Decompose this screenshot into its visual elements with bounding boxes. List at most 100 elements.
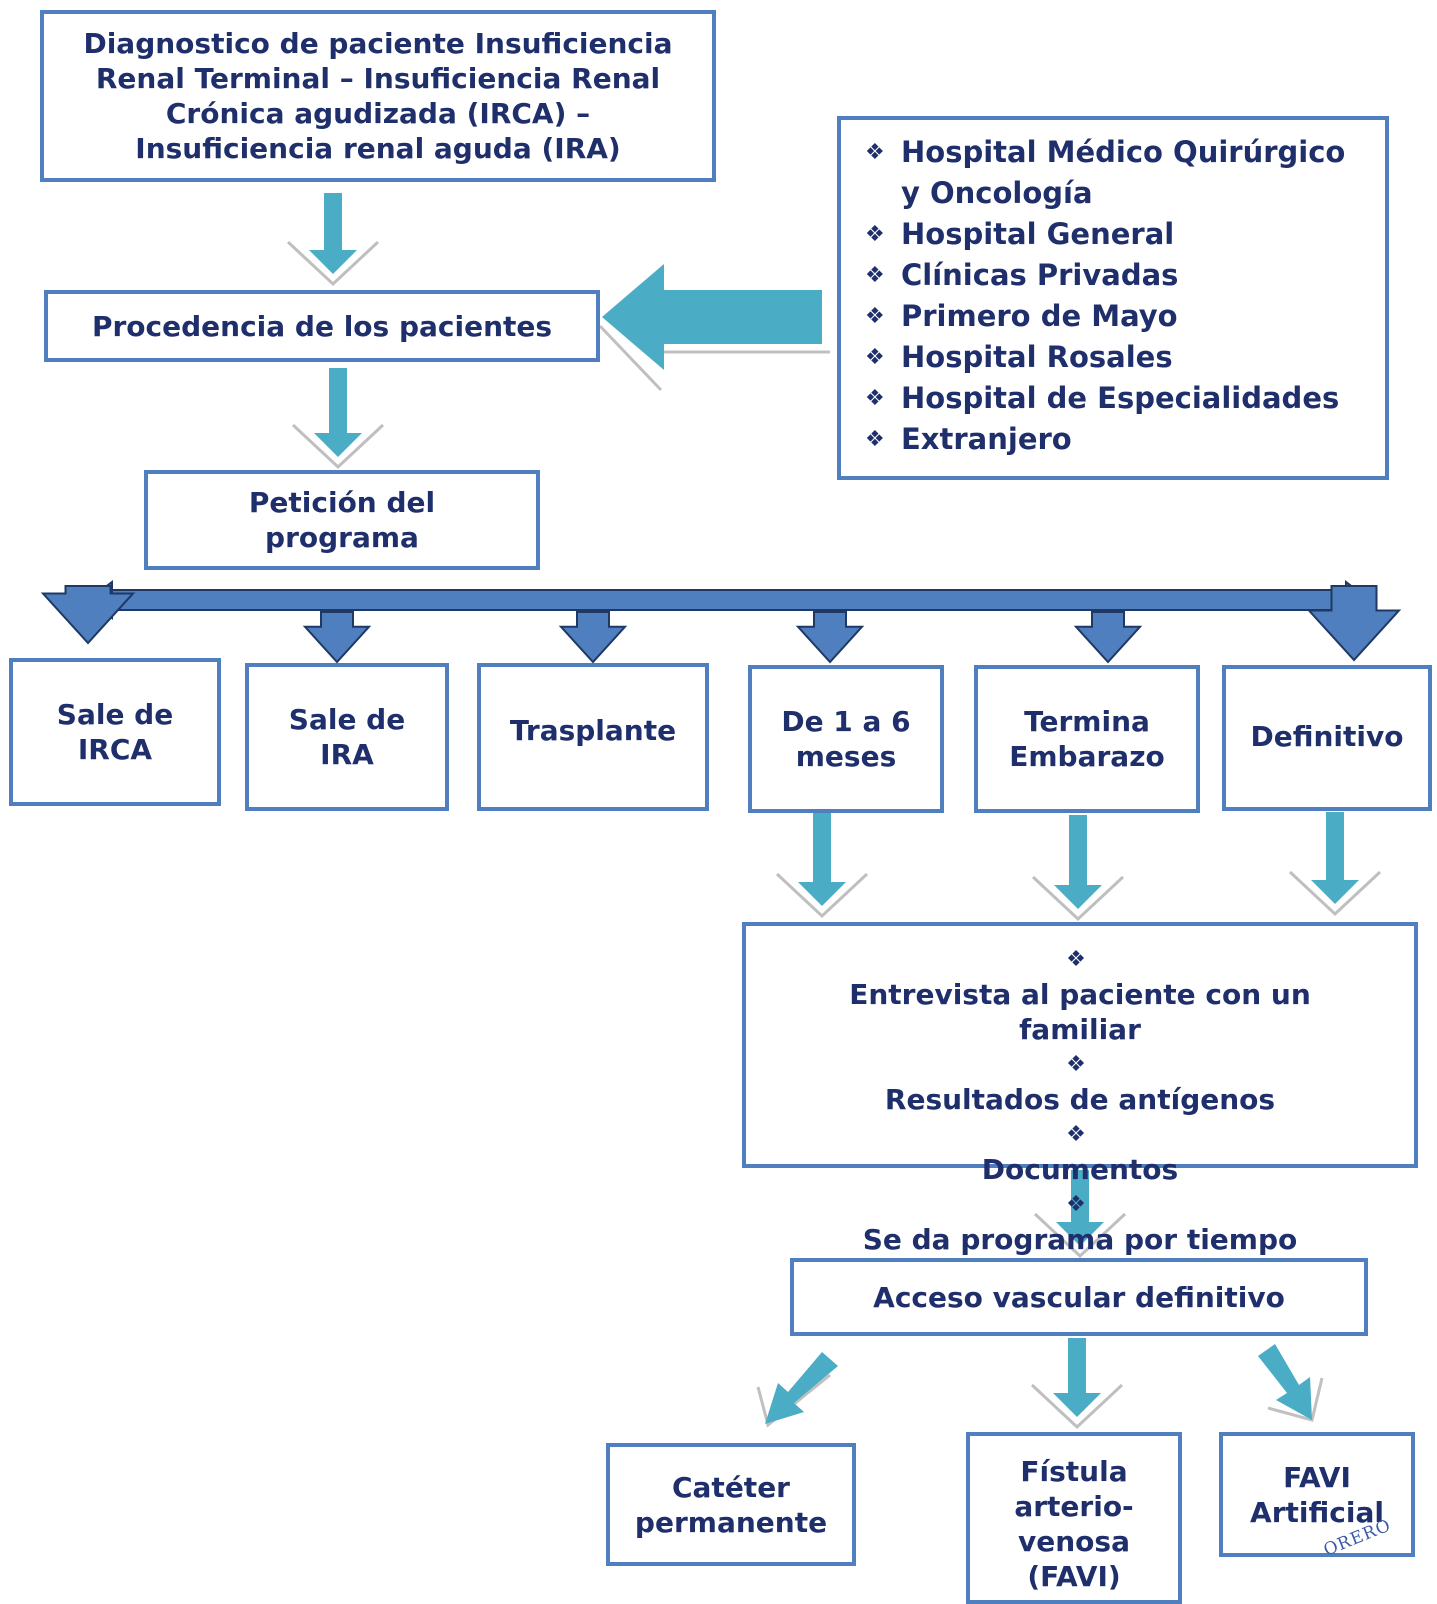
down-arrow: [1311, 812, 1359, 904]
access-type-box: Fístula arterio- venosa (FAVI): [966, 1432, 1182, 1604]
outcome-box: De 1 a 6 meses: [748, 665, 944, 813]
diamond-bullet-icon: ❖: [865, 345, 885, 370]
outcome-box: Sale de IRA: [245, 663, 449, 811]
access-type-line: (FAVI): [1027, 1560, 1121, 1593]
requirement-text: Entrevista al paciente con un: [849, 978, 1311, 1011]
hospital-name: Hospital de Especialidades: [901, 381, 1340, 415]
access-type-line: FAVI: [1283, 1460, 1351, 1494]
arrow-shadow: [1288, 870, 1382, 917]
down-arrow: [1073, 611, 1143, 664]
outcome-line: Termina: [1024, 705, 1150, 738]
list-item: familiar: [1019, 1012, 1141, 1047]
outcome-box: Sale de IRCA: [9, 658, 221, 806]
list-item: ❖ Hospital de Especialidades: [865, 378, 1339, 419]
diamond-bullet-icon: ❖: [865, 263, 885, 288]
arrow-shadow: [1033, 1212, 1127, 1259]
vascular-access-label: Acceso vascular definitivo: [873, 1280, 1285, 1314]
requirement-text: Documentos: [981, 1153, 1179, 1186]
outcome-line: Embarazo: [1009, 740, 1165, 773]
hospital-name: Hospital Médico Quirúrgico y Oncología: [901, 135, 1346, 210]
arrow-shadow: [286, 240, 380, 287]
hospital-name: Clínicas Privadas: [901, 258, 1179, 292]
list-item: ❖ Resultados de antígenos: [885, 1047, 1275, 1117]
request-line: programa: [265, 521, 419, 554]
down-arrow: [795, 611, 865, 664]
down-arrow: [798, 812, 846, 906]
requirement-text: familiar: [1019, 1013, 1141, 1046]
outcome-line: IRA: [320, 738, 374, 771]
down-arrow: [314, 368, 362, 457]
origin-label: Procedencia de los pacientes: [91, 309, 553, 343]
access-type-box: Catéter permanente: [606, 1443, 856, 1566]
diamond-bullet-icon: ❖: [865, 427, 885, 452]
list-item: ❖ Se da programa por tiempo: [863, 1187, 1298, 1257]
down-arrow: [1053, 1338, 1101, 1417]
program-request-box: Petición del programa: [144, 470, 540, 570]
diamond-bullet-icon: ❖: [865, 140, 885, 165]
access-type-line: arterio-: [1014, 1490, 1134, 1523]
outcome-box: Termina Embarazo: [974, 665, 1200, 813]
list-item: ❖ Clínicas Privadas: [865, 255, 1178, 296]
down-arrow: [40, 585, 136, 645]
list-item: ❖ Hospital Rosales: [865, 337, 1173, 378]
diagnosis-box: Diagnostico de paciente Insuficiencia Re…: [40, 10, 716, 182]
requirement-text: Se da programa por tiempo: [862, 1223, 1298, 1256]
arrow-shadow: [756, 1373, 831, 1428]
request-line: Petición del: [248, 486, 436, 519]
diamond-bullet-icon: ❖: [1066, 947, 1086, 972]
diagnosis-line: Diagnostico de paciente Insuficiencia: [83, 27, 673, 60]
outcome-line: Sale de: [56, 698, 174, 731]
outcome-line: meses: [795, 740, 897, 773]
list-item: ❖Documentos: [982, 1117, 1178, 1187]
hospital-name: Primero de Mayo: [901, 299, 1178, 333]
arrow-shadow: [291, 423, 385, 470]
hospital-name: Extranjero: [901, 422, 1072, 456]
diamond-bullet-icon: ❖: [865, 222, 885, 247]
origin-box: Procedencia de los pacientes: [44, 290, 600, 362]
hospitals-list-box: ❖Hospital Médico Quirúrgico y Oncología …: [837, 116, 1389, 480]
requirements-box: ❖Entrevista al paciente con un familiar …: [742, 922, 1418, 1291]
outcome-line: Sale de: [288, 703, 406, 736]
down-arrow: [1054, 815, 1102, 909]
requirement-text: Resultados de antígenos: [884, 1083, 1276, 1116]
diagonal-arrow: [765, 1352, 838, 1424]
access-type-line: Catéter: [671, 1470, 790, 1504]
diagnosis-line: Renal Terminal – Insuficiencia Renal: [95, 62, 661, 95]
down-arrow: [1306, 585, 1402, 662]
hospital-name: Hospital General: [901, 217, 1175, 251]
access-type-line: Fístula: [1020, 1455, 1128, 1488]
diamond-bullet-icon: ❖: [865, 386, 885, 411]
access-type-line: Artificial: [1250, 1495, 1384, 1529]
arrow-shadow: [1031, 875, 1125, 922]
diagnosis-line: Insuficiencia renal aguda (IRA): [135, 132, 621, 165]
down-arrow: [309, 193, 357, 274]
outcome-line: Definitivo: [1250, 720, 1404, 753]
diagonal-arrow: [1258, 1344, 1312, 1420]
left-arrow: [602, 264, 822, 370]
hospital-name: Hospital Rosales: [901, 340, 1173, 374]
outcome-box: Trasplante: [477, 663, 709, 811]
access-type-line: permanente: [634, 1505, 828, 1539]
list-item: ❖ Hospital Médico Quirúrgico y Oncología: [865, 132, 1361, 214]
access-type-line: venosa: [1018, 1525, 1130, 1558]
diagnosis-line: Crónica agudizada (IRCA) –: [165, 97, 591, 130]
list-item: ❖ Entrevista al paciente con un: [849, 942, 1311, 1012]
arrow-shadow: [598, 324, 663, 392]
down-arrow: [558, 611, 628, 664]
list-item: ❖ Hospital General: [865, 214, 1174, 255]
down-arrow: [302, 611, 372, 664]
vascular-access-box: Acceso vascular definitivo: [790, 1258, 1368, 1336]
outcome-box: Definitivo: [1222, 665, 1432, 811]
outcome-line: IRCA: [77, 733, 153, 766]
horizontal-bar: [95, 589, 1357, 611]
arrow-shadow: [1030, 1383, 1124, 1430]
diamond-bullet-icon: ❖: [1066, 1192, 1086, 1217]
diamond-bullet-icon: ❖: [1066, 1052, 1086, 1077]
list-item: ❖ Primero de Mayo: [865, 296, 1178, 337]
access-type-box: FAVI Artificial: [1219, 1432, 1415, 1557]
down-arrow: [1056, 1170, 1104, 1246]
outcome-line: Trasplante: [509, 714, 677, 747]
arrow-shadow: [775, 872, 869, 919]
diamond-bullet-icon: ❖: [865, 304, 885, 329]
